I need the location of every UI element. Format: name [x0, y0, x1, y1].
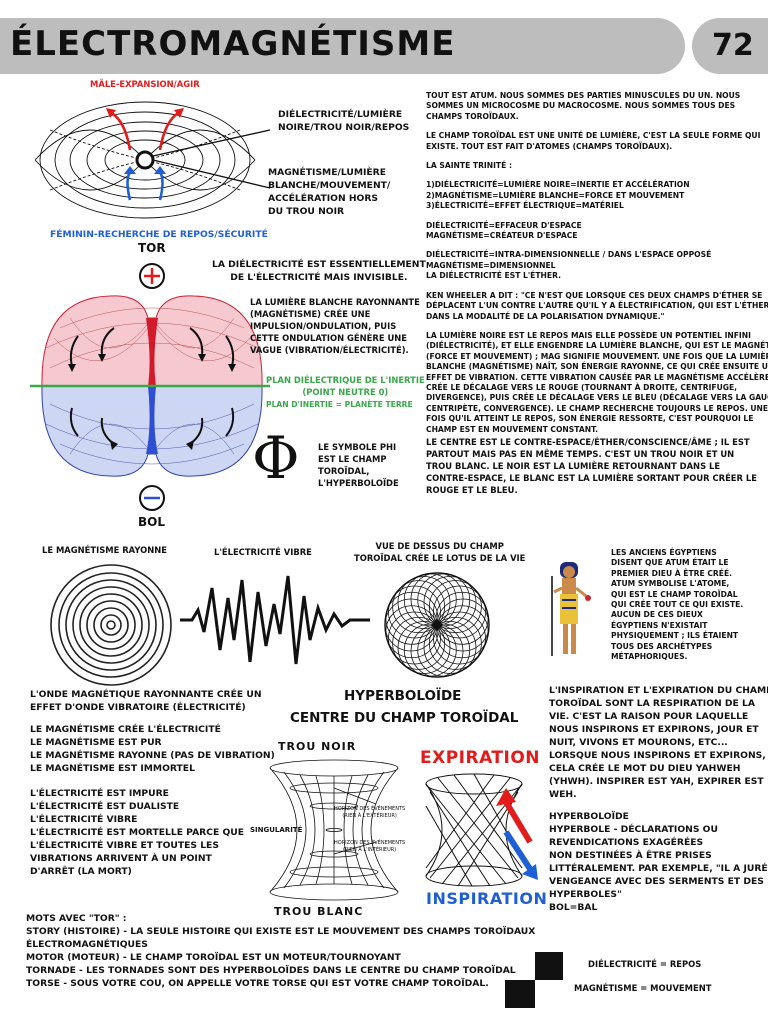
- lotus-petal-circle: [428, 580, 482, 634]
- flower-of-life-icon: [384, 572, 490, 678]
- page-number: 72: [712, 28, 754, 63]
- dielectric-plane-text: Plan diélectrique de l'inertie (point ne…: [266, 375, 425, 397]
- phi-text: Le symbole Phi est le champ toroïdal, l'…: [318, 442, 399, 488]
- radiating-circles-icon: [50, 564, 172, 686]
- expiration-label: EXPIRATION: [420, 748, 541, 768]
- lotus-petal-circle: [435, 591, 489, 645]
- wormhole-diagram: [269, 759, 399, 901]
- lotus-petal-circle: [433, 585, 486, 639]
- right-column-text: Tout est atum. Nous sommes des parties m…: [426, 91, 768, 434]
- lotus-petal-circle: [417, 573, 471, 627]
- legend-motion: Magnétisme = mouvement: [574, 983, 712, 993]
- checker-squares-icon: [505, 952, 563, 1008]
- singularity-label: SINGULARITÉ: [250, 826, 303, 834]
- white-hole-label: TROU BLANC: [274, 905, 364, 918]
- lotus-petal-circle: [423, 576, 477, 629]
- inertia-plane-text: Plan d'inertie = planète terre: [266, 400, 413, 409]
- horizon-bottom-label: HORIZON DES ÉVÉNEMENTS (RIEN À L'INTÉRIE…: [334, 840, 406, 853]
- hyperboloid-subtitle: CENTRE DU CHAMP TOROÏDAL: [290, 710, 519, 726]
- egyptian-god-figure-icon: [551, 562, 591, 656]
- dielectric-text: La diélectricité est essentiellement de …: [212, 259, 426, 283]
- phi-symbol: Φ: [252, 424, 300, 492]
- page-title: ÉLECTROMAGNÉTISME: [10, 24, 456, 64]
- vibration-wave-icon: [180, 575, 370, 665]
- egyptians-text: Les anciens Égyptiens disent que Atum ét…: [611, 548, 744, 662]
- electricity-vibrates-label: L'électricité vibre: [214, 547, 312, 557]
- male-expansion-label: Mâle-expansion/agir: [90, 79, 200, 89]
- hyperbole-text: Hyperboloïde Hyperbole - déclarations ou…: [549, 811, 768, 913]
- hyperboloid-title: HYPERBOLOÏDE: [344, 688, 462, 704]
- magnetism-radiates-label: Le magnétisme rayonne: [42, 545, 167, 555]
- tor-words-text: Mots avec "tor" : Story (histoire) - la …: [26, 913, 536, 989]
- page-number-bubble: [692, 18, 768, 74]
- lotus-label: Vue de dessus du champ toroïdal crée le …: [354, 541, 526, 563]
- electricity-properties-list: L'électricité est impure L'électricité e…: [30, 788, 245, 877]
- breath-text: L'inspiration et l'expiration du champ t…: [549, 685, 768, 800]
- magnetic-field-diagram: [34, 101, 271, 219]
- magnetic-wave-text: L'onde magnétique rayonnante crée un eff…: [30, 689, 262, 713]
- inspiration-label: INSPIRATION: [426, 889, 548, 908]
- horizon-top-label: HORIZON DES ÉVÉNEMENTS (RIEN À L'EXTÉRIE…: [334, 806, 406, 819]
- center-paragraph: Le centre est le contre-espace/éther/con…: [426, 437, 757, 495]
- bol-label: BOL: [138, 515, 165, 529]
- dielectricity-label: Diélectricité/lumière noire/trou noir/re…: [278, 109, 410, 133]
- hyperboloid-diagram: [425, 773, 538, 887]
- magnetism-label: Magnétisme/lumière blanche/mouvement/ ac…: [268, 167, 391, 217]
- black-hole-label: TROU NOIR: [278, 740, 357, 753]
- legend-rest: Diélectricité = repos: [588, 959, 702, 969]
- female-rest-label: Féminin-recherche de repos/sécurité: [50, 229, 268, 240]
- header-bar: [0, 18, 685, 74]
- torus-diagram: [30, 263, 270, 511]
- tor-label: TOR: [138, 241, 166, 255]
- magnetism-properties-list: Le magnétisme crée l'électricité Le magn…: [30, 724, 275, 774]
- white-light-text: La lumière blanche rayonnante (magnétism…: [250, 297, 420, 355]
